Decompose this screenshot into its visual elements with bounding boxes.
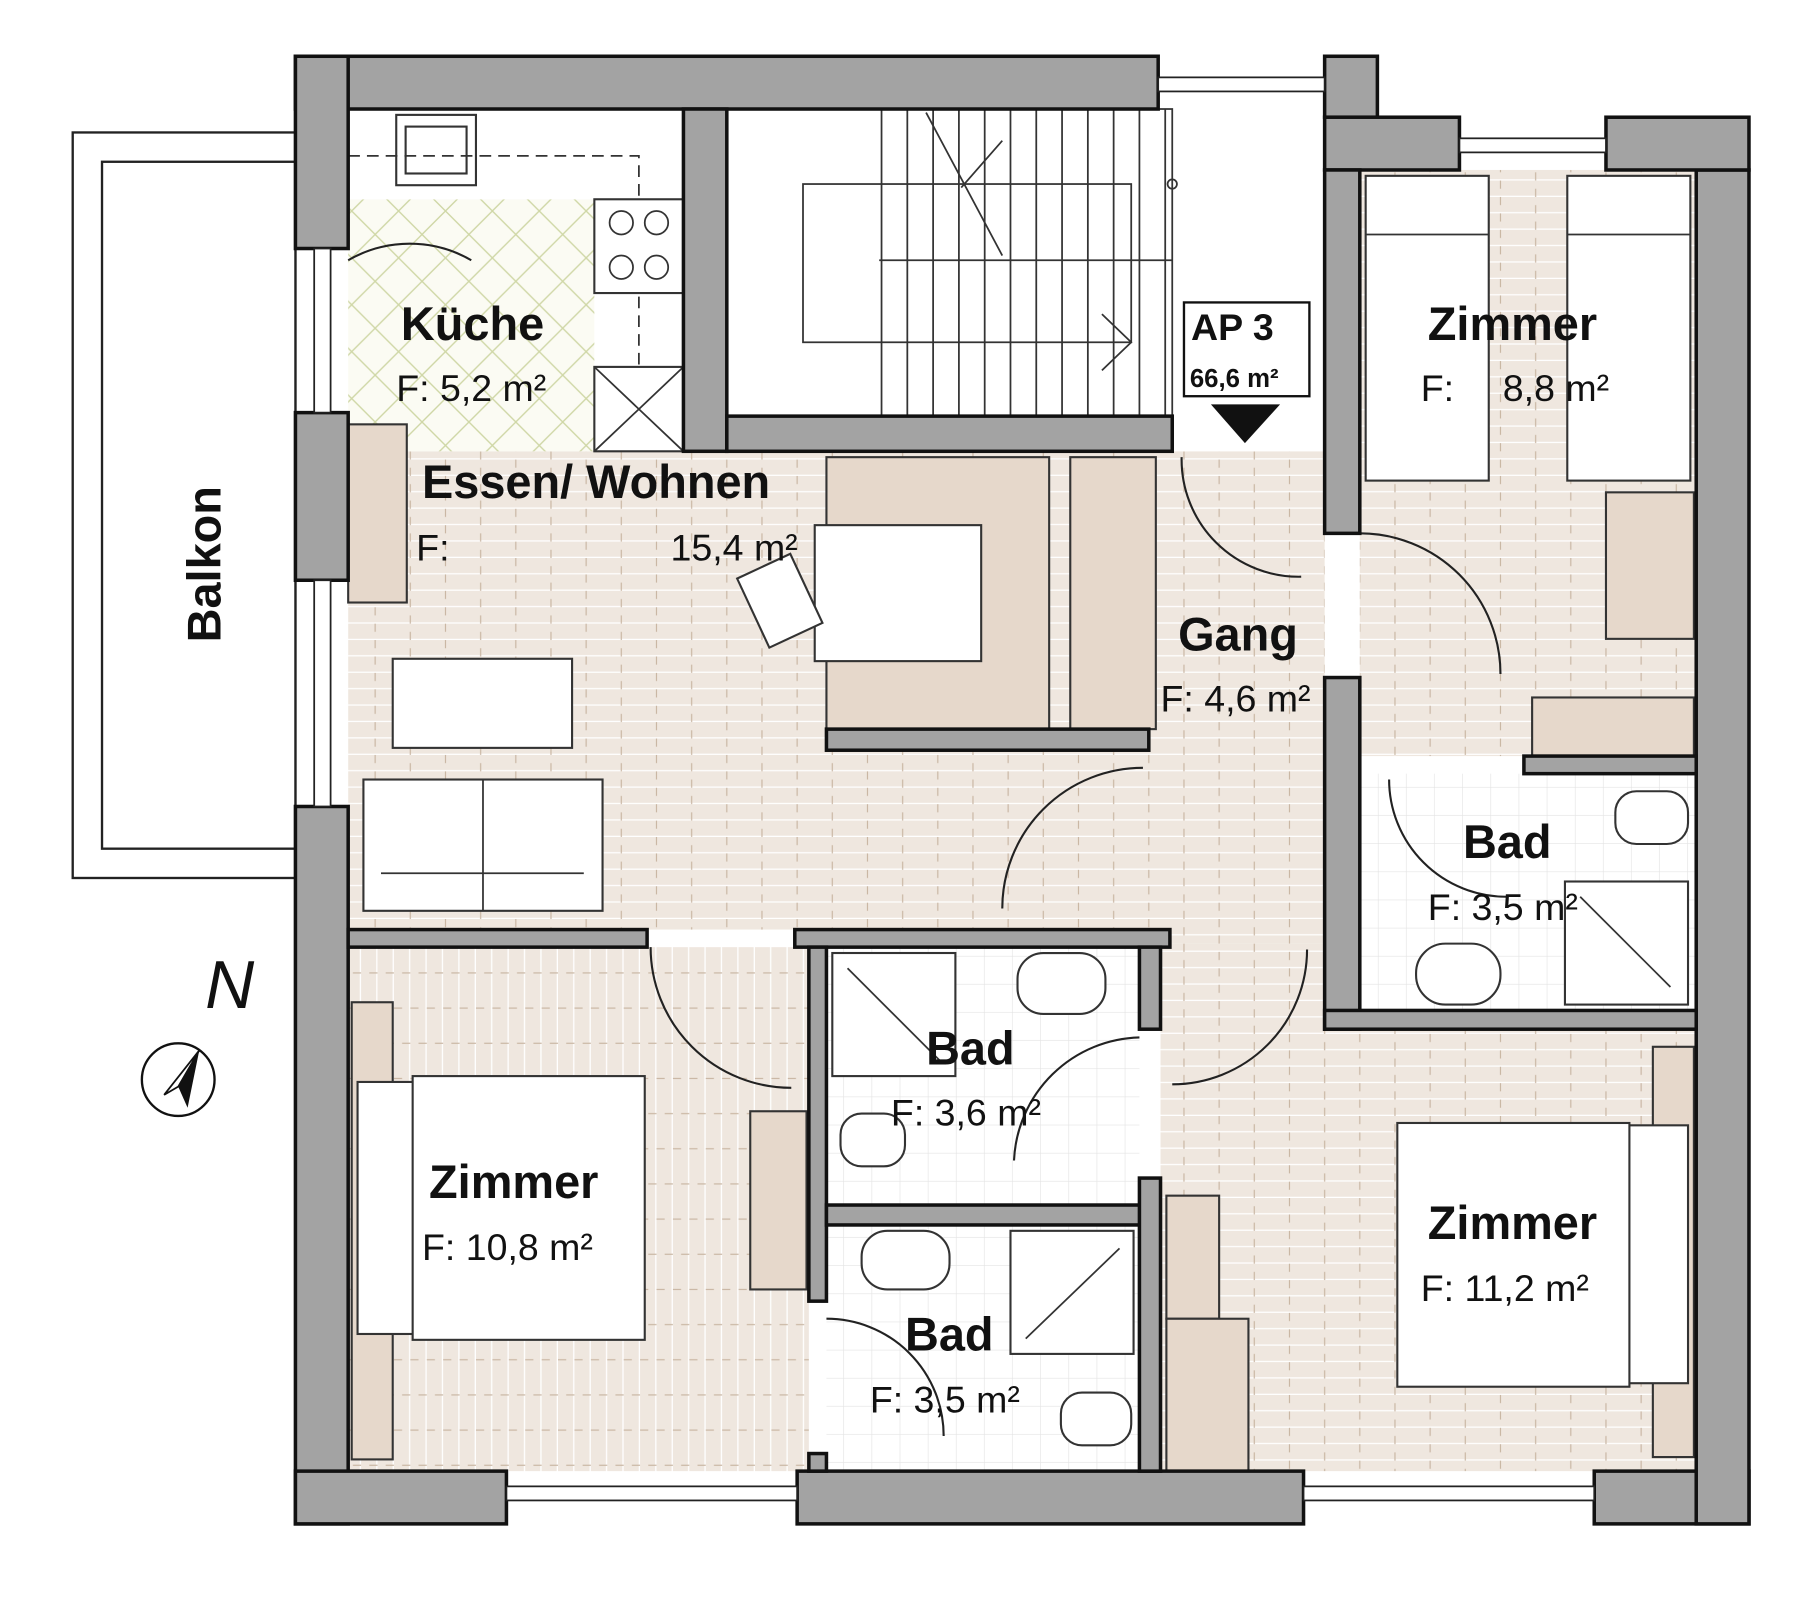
room-area-essen-wohnen: 15,4 m² [671, 526, 798, 568]
north-label: N [205, 947, 255, 1023]
room-labels: Küche F: 5,2 m² Essen/ Wohnen F: 15,4 m²… [396, 298, 1609, 1421]
room-area-zimmer-top: 8,8 m² [1503, 367, 1609, 409]
room-name-bad-bottom: Bad [905, 1308, 994, 1360]
north-compass: N [140, 947, 255, 1118]
unit-label: AP 3 66,6 m² [1182, 301, 1311, 444]
room-name-bad-middle: Bad [926, 1022, 1015, 1074]
living-furniture [347, 423, 1302, 912]
kitchen-fixtures [347, 113, 685, 453]
room-name-zimmer-left: Zimmer [429, 1156, 598, 1208]
unit-area: 66,6 m² [1190, 365, 1279, 393]
bedroom-11-2-furniture [1165, 949, 1695, 1473]
bathroom-middle-fixtures [831, 951, 1140, 1168]
entrance-arrow-icon [1210, 404, 1281, 444]
room-area-bad-bottom: F: 3,5 m² [870, 1379, 1020, 1421]
bathroom-right-fixtures [1388, 779, 1690, 1006]
room-name-essen-wohnen: Essen/ Wohnen [422, 456, 770, 508]
room-name-bad-right: Bad [1463, 816, 1552, 868]
room-name-zimmer-right: Zimmer [1428, 1197, 1597, 1249]
room-area-bad-middle: F: 3,6 m² [891, 1091, 1041, 1133]
unit-name: AP 3 [1191, 306, 1274, 348]
room-area-prefix-essen-wohnen: F: [416, 526, 449, 568]
room-area-gang: F: 4,6 m² [1161, 678, 1311, 720]
room-area-zimmer-left: F: 10,8 m² [422, 1226, 593, 1268]
bedroom-8-8-furniture [1359, 174, 1695, 758]
room-name-zimmer-top: Zimmer [1428, 298, 1597, 350]
windows [313, 76, 1607, 1502]
room-name-gang: Gang [1178, 609, 1298, 661]
bedroom-10-8-furniture [350, 947, 808, 1461]
bathroom-bottom-fixtures [826, 1229, 1135, 1447]
room-area-prefix-zimmer-top: F: [1421, 367, 1454, 409]
room-area-zimmer-right: F: 11,2 m² [1421, 1267, 1589, 1309]
walls [293, 54, 1751, 1526]
balcony: Balkon [71, 131, 297, 880]
room-name-kueche: Küche [401, 298, 544, 350]
room-area-kueche: F: 5,2 m² [396, 367, 546, 409]
balcony-label: Balkon [178, 486, 230, 642]
room-area-bad-right: F: 3,5 m² [1428, 886, 1578, 928]
